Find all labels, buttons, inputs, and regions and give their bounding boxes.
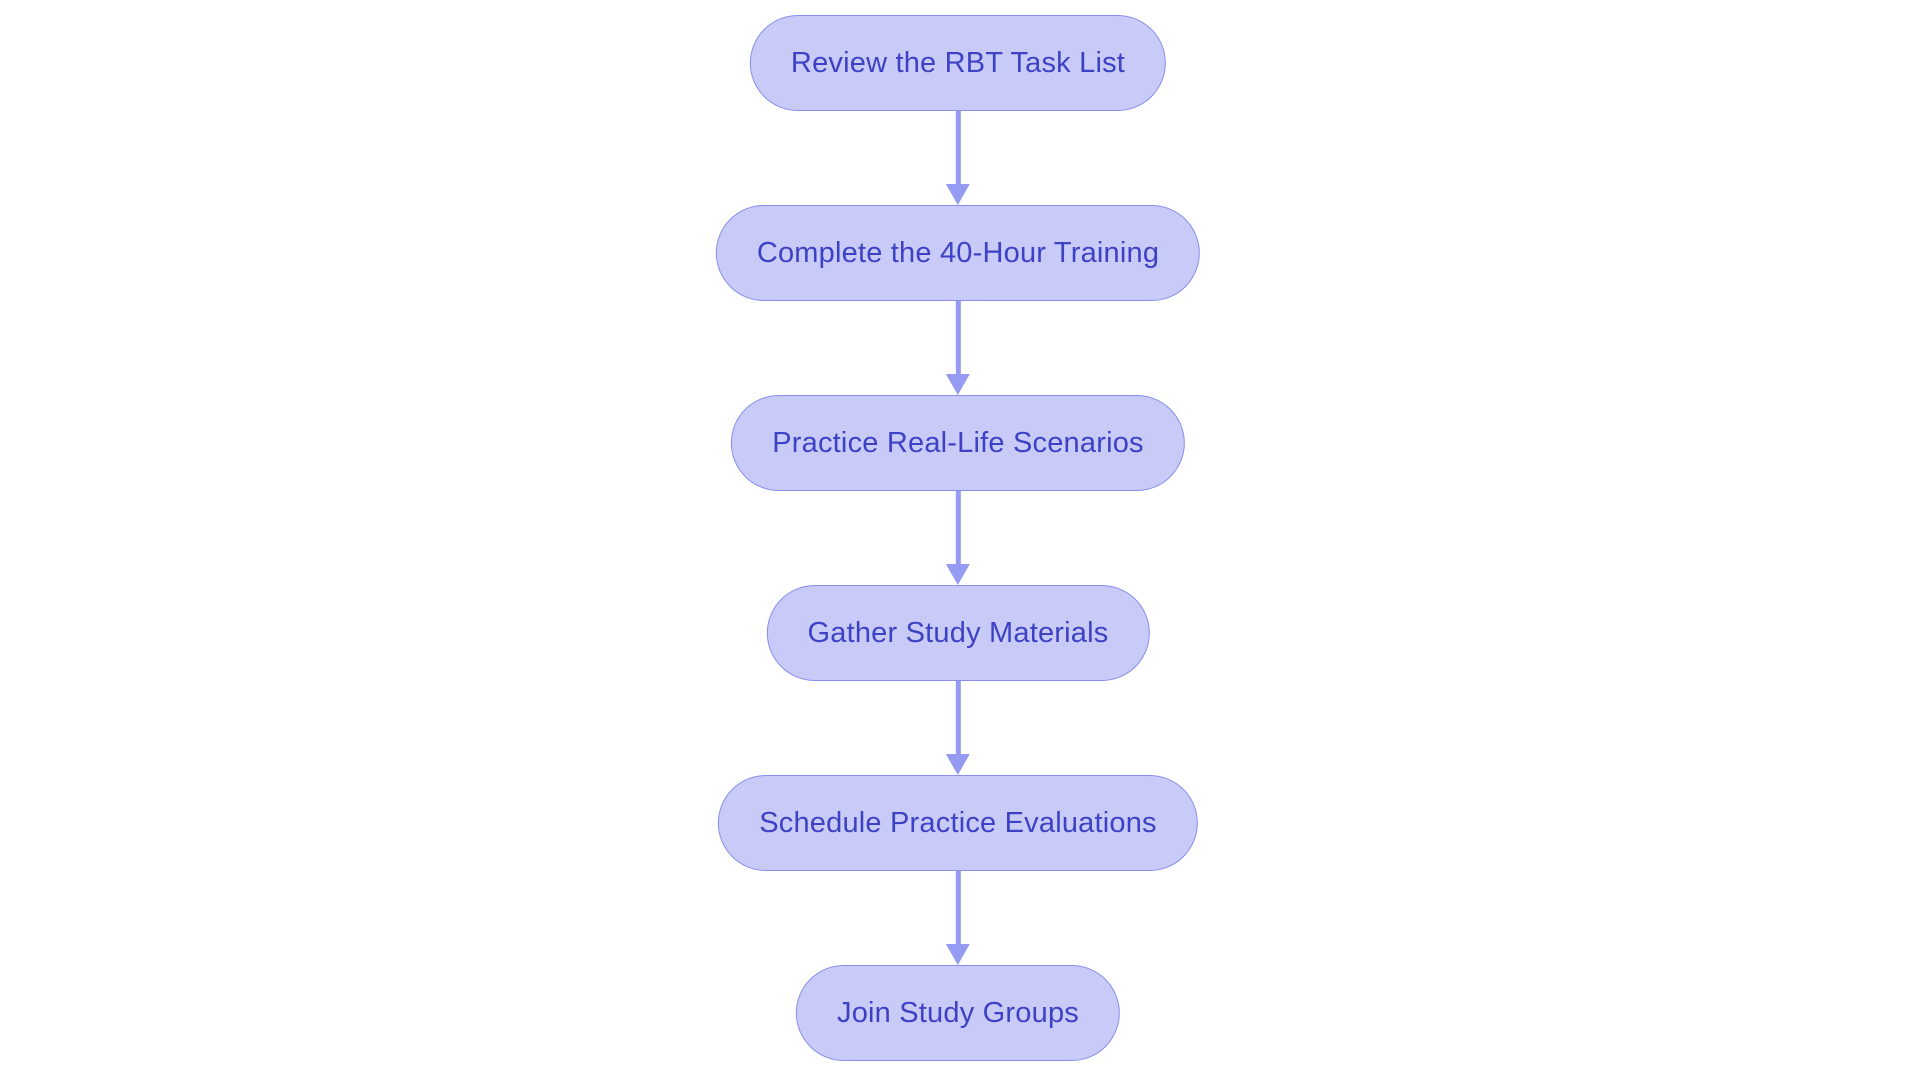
flow-arrow-3 xyxy=(946,491,970,585)
down-arrowhead-icon xyxy=(946,754,970,775)
node-join-study-groups: Join Study Groups xyxy=(796,965,1120,1061)
arrow-line xyxy=(955,111,961,184)
arrow-line xyxy=(955,871,961,944)
down-arrowhead-icon xyxy=(946,374,970,395)
flow-arrow-2 xyxy=(946,301,970,395)
flow-arrow-1 xyxy=(946,111,970,205)
node-complete-40-hour-training: Complete the 40-Hour Training xyxy=(715,205,1201,301)
node-label: Gather Study Materials xyxy=(807,616,1109,649)
node-schedule-practice-evaluations: Schedule Practice Evaluations xyxy=(718,775,1198,871)
node-gather-study-materials: Gather Study Materials xyxy=(766,585,1150,681)
flow-arrow-5 xyxy=(946,871,970,965)
node-label: Complete the 40-Hour Training xyxy=(756,236,1160,269)
node-label: Practice Real-Life Scenarios xyxy=(772,426,1144,459)
flowchart: Review the RBT Task List Complete the 40… xyxy=(715,15,1201,1061)
arrow-line xyxy=(955,491,961,564)
arrow-line xyxy=(955,681,961,754)
node-practice-real-life-scenarios: Practice Real-Life Scenarios xyxy=(731,395,1185,491)
arrow-line xyxy=(955,301,961,374)
flow-arrow-4 xyxy=(946,681,970,775)
down-arrowhead-icon xyxy=(946,184,970,205)
node-review-rbt-task-list: Review the RBT Task List xyxy=(749,15,1167,111)
node-label: Review the RBT Task List xyxy=(790,46,1126,79)
node-label: Schedule Practice Evaluations xyxy=(759,806,1157,839)
node-label: Join Study Groups xyxy=(837,996,1079,1029)
down-arrowhead-icon xyxy=(946,564,970,585)
down-arrowhead-icon xyxy=(946,944,970,965)
